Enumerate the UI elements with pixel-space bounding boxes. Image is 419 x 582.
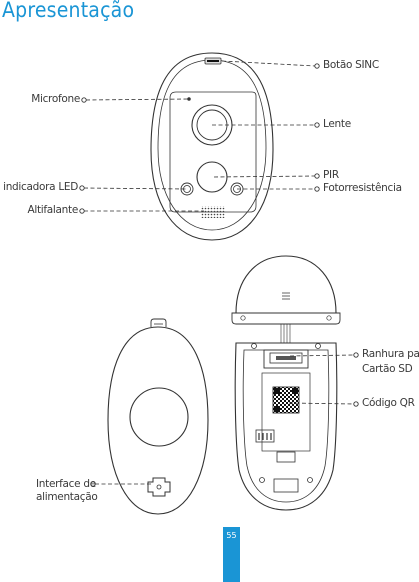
callout-sync-line	[221, 60, 316, 67]
camera-open-view	[231, 255, 341, 511]
camera-front-view	[150, 52, 274, 241]
callout-pir-line	[213, 175, 316, 178]
label-speaker: Altifalante	[27, 204, 78, 216]
page-title: Apresentação	[2, 0, 135, 22]
callout-qr-line	[288, 402, 355, 405]
callout-sd-line	[289, 354, 355, 357]
callout-led-line	[83, 187, 188, 190]
label-sd-slot-line1: Ranhura para	[362, 348, 419, 360]
page-number: 55	[226, 531, 237, 540]
label-pir: PIR	[323, 169, 339, 181]
callout-mic-line	[85, 98, 190, 101]
label-sd-slot-line2: Cartão SD	[362, 363, 413, 375]
label-power-interface-line1: Interface de	[36, 478, 96, 490]
camera-back-view	[107, 318, 209, 515]
label-microphone: Microfone	[31, 93, 80, 105]
label-lens: Lente	[323, 118, 351, 130]
label-qr-code: Código QR	[362, 397, 415, 409]
callout-lines	[83, 60, 355, 485]
label-sync-button: Botão SINC	[323, 59, 379, 71]
callout-endpoints	[79, 63, 359, 487]
label-power-interface-line2: alimentação	[36, 491, 98, 503]
label-photoresistor: Fotorresistência	[323, 182, 402, 194]
page-number-tab	[223, 527, 240, 582]
label-led-indicator: Luz indicadora LED	[0, 181, 78, 193]
